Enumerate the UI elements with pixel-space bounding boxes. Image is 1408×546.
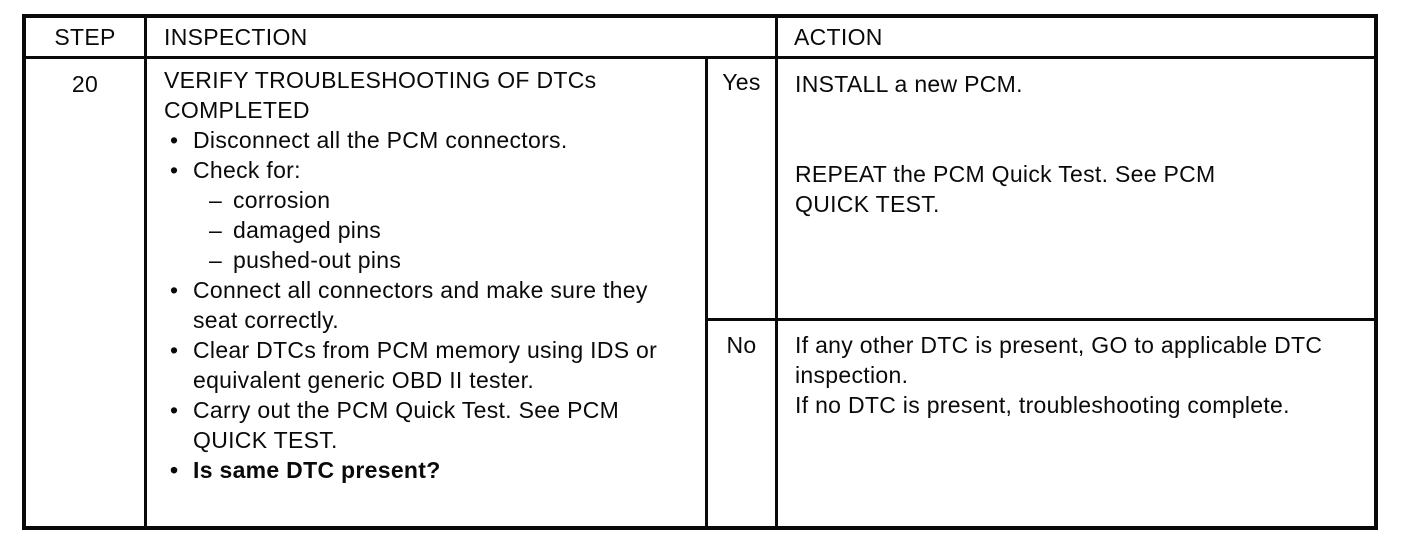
column-header-action: ACTION (778, 18, 1374, 59)
dash-icon: – (209, 187, 223, 213)
answer-no-label: No (726, 332, 757, 358)
inspection-dash-item: – pushed-out pins (164, 245, 693, 275)
inspection-dash-item: – damaged pins (164, 215, 693, 245)
bullet-icon: • (170, 127, 179, 153)
troubleshooting-table: STEP INSPECTION ACTION 20 VERIFY TROUBLE… (22, 14, 1378, 530)
inspection-cell: VERIFY TROUBLESHOOTING OF DTCs COMPLETED… (147, 59, 708, 526)
action-yes-line: INSTALL a new PCM. (795, 71, 1023, 97)
step-number-cell: 20 (26, 59, 147, 526)
inspection-item-text: corrosion (233, 187, 331, 213)
action-no-line: If no DTC is present, troubleshooting co… (795, 392, 1290, 418)
inspection-bullet-item: • Check for: (164, 155, 693, 185)
answer-yes-cell: Yes (708, 59, 778, 321)
action-no-cell: If any other DTC is present, GO to appli… (778, 321, 1374, 526)
inspection-bullet-item: • Clear DTCs from PCM memory using IDS o… (164, 335, 693, 395)
column-header-inspection: INSPECTION (147, 18, 778, 59)
column-header-step-label: STEP (54, 24, 116, 50)
inspection-dash-item: – corrosion (164, 185, 693, 215)
action-yes-cell: INSTALL a new PCM. REPEAT the PCM Quick … (778, 59, 1374, 321)
action-yes-line: REPEAT the PCM Quick Test. See PCM QUICK… (795, 161, 1216, 217)
inspection-bullet-item: • Connect all connectors and make sure t… (164, 275, 693, 335)
inspection-item-text: Connect all connectors and make sure the… (193, 277, 648, 333)
inspection-item-text: Disconnect all the PCM connectors. (193, 127, 568, 153)
dash-icon: – (209, 217, 223, 243)
bullet-icon: • (170, 337, 179, 363)
dash-icon: – (209, 247, 223, 273)
step-number: 20 (71, 71, 99, 97)
inspection-title: VERIFY TROUBLESHOOTING OF DTCs COMPLETED (164, 67, 597, 123)
inspection-item-text: pushed-out pins (233, 247, 402, 273)
inspection-bullet-item: • Carry out the PCM Quick Test. See PCM … (164, 395, 693, 455)
bullet-icon: • (170, 457, 179, 483)
inspection-bullet-item: • Disconnect all the PCM connectors. (164, 125, 693, 155)
column-header-inspection-label: INSPECTION (164, 24, 308, 50)
inspection-item-text: Check for: (193, 157, 301, 183)
bullet-icon: • (170, 157, 179, 183)
inspection-item-text: Clear DTCs from PCM memory using IDS or … (193, 337, 658, 393)
inspection-item-text: damaged pins (233, 217, 382, 243)
action-no-line: If any other DTC is present, GO to appli… (795, 332, 1323, 388)
answer-yes-label: Yes (722, 69, 761, 95)
answer-no-cell: No (708, 321, 778, 526)
bullet-icon: • (170, 277, 179, 303)
bullet-icon: • (170, 397, 179, 423)
inspection-bullet-item-question: • Is same DTC present? (164, 455, 693, 485)
inspection-item-text: Is same DTC present? (193, 457, 441, 483)
column-header-step: STEP (26, 18, 147, 59)
column-header-action-label: ACTION (794, 24, 883, 50)
inspection-item-text: Carry out the PCM Quick Test. See PCM QU… (193, 397, 620, 453)
